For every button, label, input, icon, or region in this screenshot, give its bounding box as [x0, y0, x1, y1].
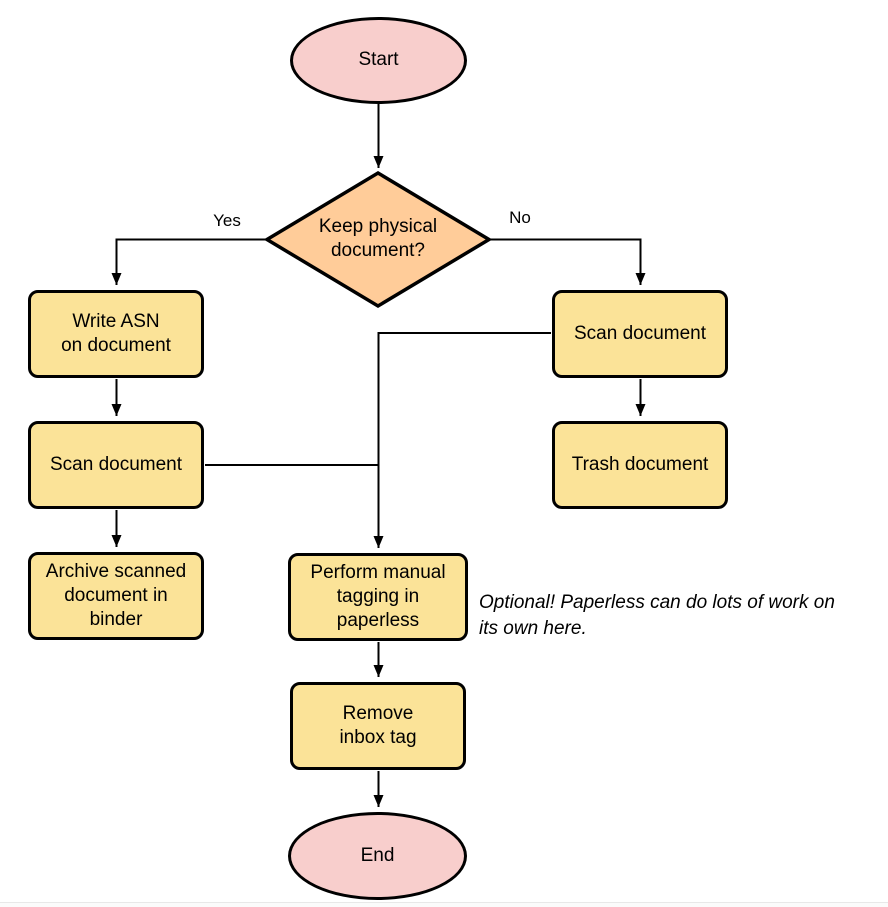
scan-document-left-node-label: Scan document — [49, 453, 183, 475]
archive-document-node: Archive scanned document in binder — [28, 552, 204, 640]
scan-document-right-node-label: Scan document — [573, 322, 707, 344]
end-node-label: End — [360, 844, 395, 866]
scan-document-left-node: Scan document — [28, 421, 204, 509]
edge-decision-yes-to-write-asn — [111, 238, 266, 285]
remove-inbox-tag-node-label: Remove inbox tag — [339, 702, 417, 748]
trash-document-node-label: Trash document — [571, 453, 709, 475]
optional-note-text: Optional! Paperless can do lots of work … — [479, 592, 835, 640]
page-bottom-divider — [0, 902, 888, 903]
decision-diamond-shape — [263, 170, 493, 309]
end-node: End — [288, 812, 467, 900]
archive-document-node-label: Archive scanned document in binder — [45, 560, 187, 631]
start-node-label: Start — [358, 49, 399, 71]
remove-inbox-tag-node: Remove inbox tag — [290, 682, 466, 770]
trash-document-node: Trash document — [552, 421, 728, 509]
write-asn-node: Write ASN on document — [28, 290, 204, 378]
manual-tagging-node: Perform manual tagging in paperless — [288, 553, 468, 641]
page-bottom-margin — [0, 903, 888, 907]
edge-label-no: No — [509, 208, 531, 227]
scan-document-right-node: Scan document — [552, 290, 728, 378]
write-asn-node-label: Write ASN on document — [61, 310, 171, 356]
edge-scan-right-to-tagging — [373, 332, 551, 548]
decision-node-label: Keep physical document? — [318, 215, 438, 261]
start-node: Start — [290, 17, 467, 104]
manual-tagging-node-label: Perform manual tagging in paperless — [310, 561, 446, 632]
edge-decision-no-to-scan-right — [490, 238, 646, 285]
edge-label-yes: Yes — [213, 211, 241, 230]
